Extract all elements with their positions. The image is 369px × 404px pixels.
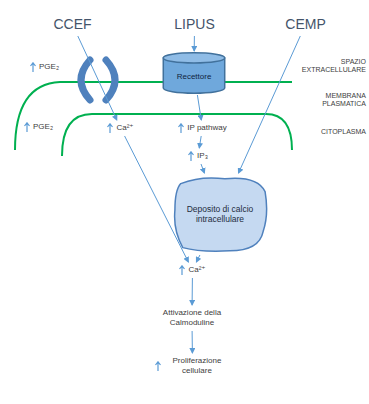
stimulus-label: CEMP — [283, 14, 328, 35]
receptor-cylinder: Recettore — [162, 52, 226, 94]
node-text: Ca²⁺ — [188, 265, 205, 275]
node-text: Recettore — [177, 72, 212, 82]
pathway-step: IP pathway — [176, 121, 229, 135]
label-text: PGE₂ — [33, 122, 53, 132]
signal-arrow — [196, 255, 200, 262]
plasma-membrane — [15, 82, 292, 150]
node-text: Attivazione della Calmoduline — [151, 308, 233, 327]
signal-arrow — [197, 95, 201, 120]
node-text: IP pathway — [187, 123, 226, 133]
increase-arrow — [24, 122, 30, 132]
process-step: Attivazione della Calmoduline — [149, 306, 235, 330]
signal-arrow — [78, 36, 117, 120]
node-text: LIPUS — [174, 16, 214, 33]
stimulus-label: LIPUS — [172, 14, 217, 35]
node-text: CCEF — [53, 16, 91, 33]
signal-arrow — [239, 36, 301, 173]
signal-arrow — [199, 136, 201, 148]
node-text: Ca²⁺ — [116, 123, 133, 133]
signal-arrow — [201, 164, 204, 173]
molecule-label: PGE₂ — [24, 122, 53, 132]
region-label: MEMBRANA PLASMATICA — [296, 92, 366, 109]
ion-level: Ca²⁺ — [177, 263, 208, 277]
label-text: CITOPLASMA — [321, 128, 366, 136]
region-label: CITOPLASMA — [296, 128, 366, 136]
molecule-label: PGE₂ — [30, 62, 59, 72]
ion-channel — [81, 60, 90, 100]
signal-arrow — [192, 278, 193, 305]
calcium-store: Deposito di calcio intracellulare — [171, 174, 269, 254]
node-text: Proliferazione cellulare — [164, 356, 230, 375]
ion-channel — [106, 60, 115, 100]
ion-level: Ca²⁺ — [105, 121, 136, 135]
label-text: PGE₂ — [39, 62, 59, 72]
increase-arrow — [30, 62, 36, 72]
signal-arrow — [192, 331, 193, 353]
node-text: Deposito di calcio intracellulare — [179, 204, 261, 224]
process-step: Proliferazione cellulare — [153, 354, 232, 378]
increase-arrow — [107, 123, 113, 133]
increase-arrow — [155, 361, 161, 371]
signal-arrow — [194, 36, 195, 51]
increase-arrow — [179, 265, 185, 275]
region-label: SPAZIO EXTRACELLULARE — [296, 58, 366, 75]
inner-membrane — [62, 114, 292, 156]
node-text: CEMP — [285, 16, 325, 33]
increase-arrow — [178, 123, 184, 133]
label-text: MEMBRANA PLASMATICA — [296, 92, 366, 109]
increase-arrow — [188, 151, 194, 161]
label-text: SPAZIO EXTRACELLULARE — [296, 58, 366, 75]
pathway-step: IP₃ — [186, 149, 210, 163]
node-text: IP₃ — [197, 151, 208, 161]
stimulus-label: CCEF — [51, 14, 94, 35]
